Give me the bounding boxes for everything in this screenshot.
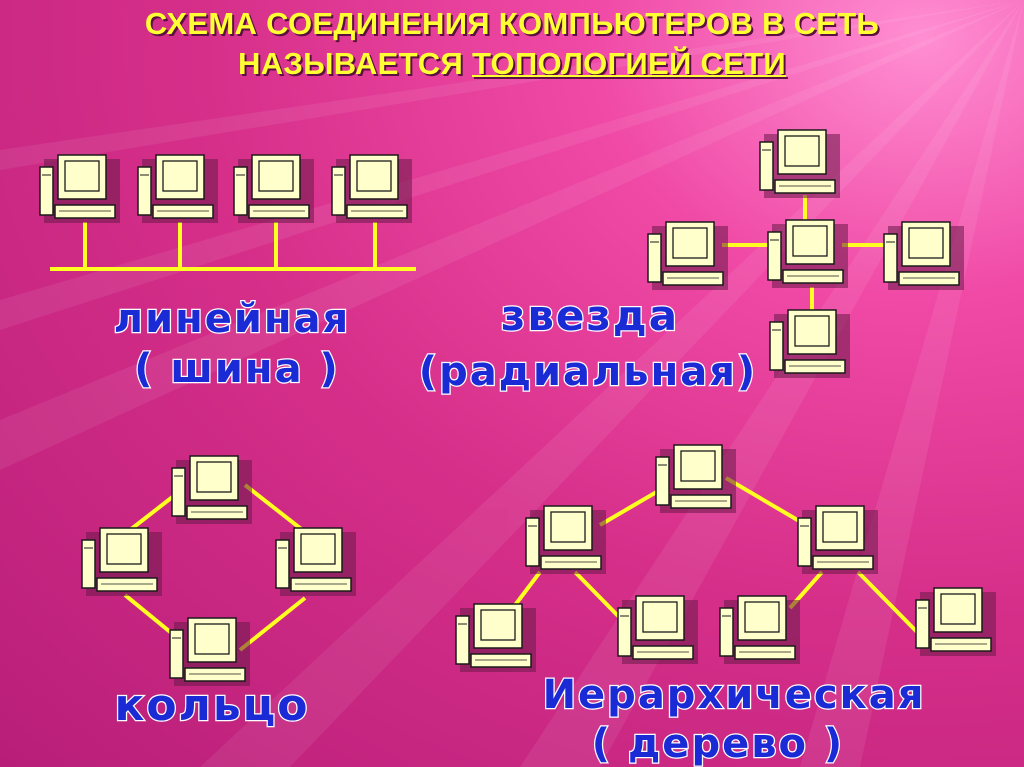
computer-icon [618, 596, 698, 664]
computer-icon [40, 155, 120, 223]
computer-icon [656, 445, 736, 513]
label-tree-name: Иерархическая [543, 672, 926, 718]
computer-icon [234, 155, 314, 223]
label-star-alt: (радиальная) [419, 349, 757, 395]
computer-icon [332, 155, 412, 223]
label-ring-name: кольцо [115, 680, 310, 731]
label-bus-name: линейная [114, 296, 350, 342]
computer-icon [768, 220, 848, 288]
computer-icon [526, 506, 606, 574]
ring-link [245, 485, 305, 532]
label-bus-alt: ( шина ) [134, 346, 340, 392]
computer-icon [770, 310, 850, 378]
tree-link [726, 478, 806, 525]
computer-icon [172, 456, 252, 524]
computer-icon [648, 222, 728, 290]
tree-link [600, 490, 660, 525]
computer-icon [170, 618, 250, 686]
tree-topology [456, 445, 996, 672]
computer-icon [884, 222, 964, 290]
label-tree-alt: ( дерево ) [592, 721, 844, 767]
computer-icon [138, 155, 218, 223]
computer-icon [916, 588, 996, 656]
computer-icon [82, 528, 162, 596]
ring-link [130, 495, 175, 530]
tree-link [858, 572, 918, 633]
bus-topology [40, 155, 416, 269]
ring-topology [82, 456, 356, 686]
computer-icon [276, 528, 356, 596]
label-star-name: звезда [501, 291, 679, 340]
computer-icon [456, 604, 536, 672]
computer-icon [798, 506, 878, 574]
computer-icon [720, 596, 800, 664]
computer-icon [760, 130, 840, 198]
star-topology [648, 130, 964, 378]
